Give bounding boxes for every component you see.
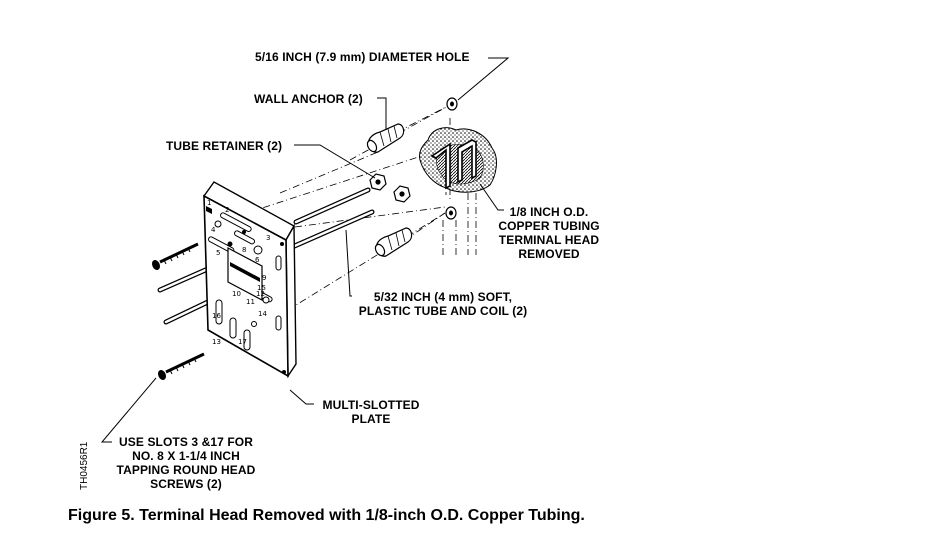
- plate-number: 1: [207, 199, 211, 207]
- label-line: REMOVED: [518, 247, 580, 261]
- plate-number: 10: [232, 290, 241, 298]
- plate-number: 4: [211, 226, 216, 234]
- plate-number: 15: [257, 284, 266, 292]
- label-line: NO. 8 X 1-1/4 INCH: [132, 449, 240, 463]
- label-tube-retainer: TUBE RETAINER (2): [166, 139, 283, 153]
- leader-lines: [100, 57, 510, 443]
- label-line: 5/32 INCH (4 mm) SOFT,: [373, 290, 513, 304]
- plate-number: 6: [255, 256, 260, 264]
- label-line: MULTI-SLOTTED: [322, 398, 420, 412]
- plate-number: 11: [246, 298, 255, 306]
- multi-slotted-plate: 1 2 3 4 5 6 8 9 10 11 12 13 14 15 16 17: [202, 181, 297, 379]
- label-line: 1/8 INCH O.D.: [509, 205, 589, 219]
- plate-number: 13: [212, 338, 221, 346]
- plate-number: 12: [256, 290, 265, 298]
- plate-numbers: 1 2 3 4 5 6 8 9 10 11 12 13 14 15 16 17: [207, 199, 270, 346]
- label-line: PLASTIC TUBE AND COIL (2): [358, 304, 528, 318]
- tube-retainer-icon: [369, 173, 411, 203]
- wall-anchor-bottom: [374, 227, 413, 257]
- plate-number: 3: [266, 234, 270, 242]
- figure-caption: Figure 5. Terminal Head Removed with 1/8…: [68, 507, 585, 524]
- label-screws: USE SLOTS 3 &17 FOR NO. 8 X 1-1/4 INCH T…: [108, 435, 264, 491]
- label-multi-slotted-plate: MULTI-SLOTTED PLATE: [316, 398, 426, 426]
- label-diameter-hole: 5/16 INCH (7.9 mm) DIAMETER HOLE: [255, 50, 470, 64]
- plate-number: 8: [242, 246, 246, 254]
- label-line: TAPPING ROUND HEAD: [116, 463, 256, 477]
- plate-number: 9: [262, 274, 266, 282]
- plate-number: 14: [258, 310, 267, 318]
- label-line: COPPER TUBING: [498, 219, 600, 233]
- plate-number: 16: [212, 312, 221, 320]
- screw-icon: [151, 242, 199, 270]
- label-copper-tubing: 1/8 INCH O.D. COPPER TUBING TERMINAL HEA…: [490, 205, 608, 261]
- copper-tubing-icon: [430, 139, 477, 190]
- plate-number: 17: [238, 338, 247, 346]
- wall-anchor-top: [366, 123, 405, 153]
- label-line: USE SLOTS 3 &17 FOR: [119, 435, 253, 449]
- plate-number: 5: [216, 249, 220, 257]
- label-line: TERMINAL HEAD: [498, 233, 600, 247]
- plate-number: 2: [225, 206, 229, 214]
- screw-icon: [157, 352, 205, 380]
- label-wall-anchor: WALL ANCHOR (2): [254, 92, 363, 106]
- label-line: SCREWS (2): [150, 477, 222, 491]
- wall-hole-top: [446, 97, 458, 111]
- label-plastic-tube: 5/32 INCH (4 mm) SOFT, PLASTIC TUBE AND …: [352, 290, 534, 318]
- wall-hole-bottom: [445, 206, 457, 220]
- label-line: PLATE: [351, 412, 391, 426]
- drawing-code: TH0456R1: [79, 441, 90, 490]
